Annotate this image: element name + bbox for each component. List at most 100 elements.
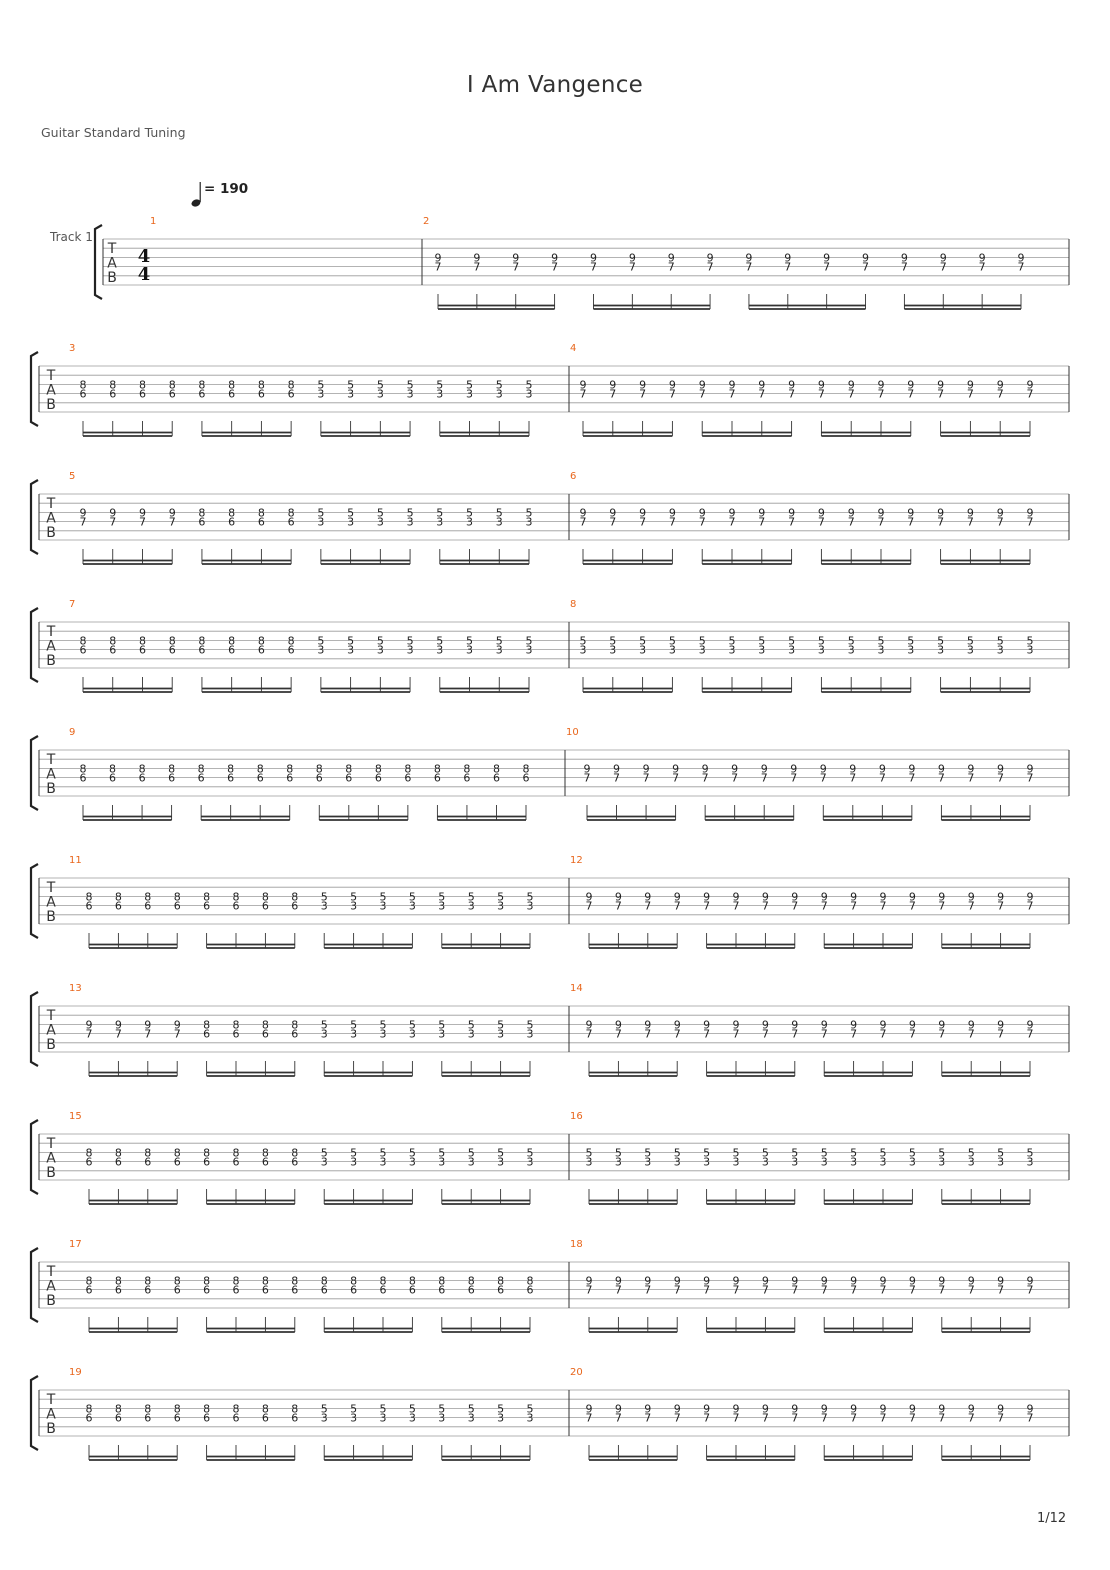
fret-number: 5 bbox=[526, 634, 533, 647]
fret-number: 7 bbox=[703, 1028, 710, 1041]
fret-number: 7 bbox=[586, 900, 593, 913]
fret-number: 5 bbox=[468, 1402, 475, 1415]
measure-number: 18 bbox=[570, 1239, 583, 1250]
fret-number: 7 bbox=[758, 516, 765, 529]
fret-number: 6 bbox=[228, 388, 235, 401]
fret-number: 7 bbox=[938, 1412, 945, 1425]
fret-number: 8 bbox=[144, 890, 151, 903]
fret-number: 8 bbox=[527, 1274, 534, 1287]
measure-number: 12 bbox=[570, 855, 583, 866]
fret-number: 8 bbox=[262, 1274, 269, 1287]
fret-number: 9 bbox=[901, 251, 908, 264]
fret-number: 7 bbox=[823, 261, 830, 274]
fret-number: 5 bbox=[818, 634, 825, 647]
fret-number: 5 bbox=[377, 506, 384, 519]
fret-number: 6 bbox=[527, 1284, 534, 1297]
fret-number: 9 bbox=[937, 378, 944, 391]
fret-number: 9 bbox=[169, 506, 176, 519]
fret-number: 7 bbox=[733, 1412, 740, 1425]
fret-number: 9 bbox=[644, 890, 651, 903]
fret-number: 3 bbox=[497, 1156, 504, 1169]
fret-number: 9 bbox=[791, 1274, 798, 1287]
fret-number: 5 bbox=[850, 1146, 857, 1159]
fret-number: 7 bbox=[940, 261, 947, 274]
fret-number: 5 bbox=[380, 1018, 387, 1031]
fret-number: 9 bbox=[821, 890, 828, 903]
fret-number: 5 bbox=[497, 1146, 504, 1159]
fret-number: 7 bbox=[908, 772, 915, 785]
fret-number: 7 bbox=[938, 1284, 945, 1297]
fret-number: 9 bbox=[580, 378, 587, 391]
fret-number: 5 bbox=[407, 634, 414, 647]
fret-number: 3 bbox=[377, 516, 384, 529]
fret-number: 9 bbox=[880, 890, 887, 903]
fret-number: 7 bbox=[878, 516, 885, 529]
fret-number: 7 bbox=[629, 261, 636, 274]
fret-number: 5 bbox=[407, 378, 414, 391]
fret-number: 3 bbox=[436, 644, 443, 657]
fret-number: 6 bbox=[233, 1156, 240, 1169]
fret-number: 3 bbox=[496, 644, 503, 657]
tab-clef-letter: B bbox=[46, 781, 56, 797]
fret-number: 3 bbox=[615, 1156, 622, 1169]
tab-clef-letter: A bbox=[46, 1023, 56, 1039]
fret-number: 7 bbox=[788, 516, 795, 529]
fret-number: 3 bbox=[321, 900, 328, 913]
fret-number: 8 bbox=[409, 1274, 416, 1287]
fret-number: 9 bbox=[997, 762, 1004, 775]
fret-number: 7 bbox=[745, 261, 752, 274]
fret-number: 7 bbox=[672, 772, 679, 785]
fret-number: 8 bbox=[233, 890, 240, 903]
fret-number: 9 bbox=[997, 1402, 1004, 1415]
fret-number: 6 bbox=[291, 1284, 298, 1297]
fret-number: 9 bbox=[997, 506, 1004, 519]
fret-number: 7 bbox=[762, 1412, 769, 1425]
fret-number: 5 bbox=[527, 1146, 534, 1159]
fret-number: 3 bbox=[496, 388, 503, 401]
fret-number: 7 bbox=[997, 772, 1004, 785]
fret-number: 5 bbox=[466, 506, 473, 519]
fret-number: 3 bbox=[380, 1412, 387, 1425]
fret-number: 3 bbox=[438, 1028, 445, 1041]
fret-number: 7 bbox=[512, 261, 519, 274]
tab-clef-letter: A bbox=[107, 256, 117, 272]
fret-number: 3 bbox=[496, 516, 503, 529]
fret-number: 3 bbox=[880, 1156, 887, 1169]
fret-number: 7 bbox=[788, 388, 795, 401]
fret-number: 6 bbox=[80, 388, 87, 401]
fret-number: 3 bbox=[526, 644, 533, 657]
fret-number: 9 bbox=[615, 1274, 622, 1287]
fret-number: 9 bbox=[821, 1018, 828, 1031]
fret-number: 6 bbox=[198, 644, 205, 657]
fret-number: 3 bbox=[409, 1412, 416, 1425]
fret-number: 5 bbox=[968, 1146, 975, 1159]
staff-bracket bbox=[29, 479, 39, 555]
measure-number: 15 bbox=[69, 1111, 82, 1122]
fret-number: 9 bbox=[731, 762, 738, 775]
fret-number: 3 bbox=[609, 644, 616, 657]
tab-clef-letter: T bbox=[46, 1136, 56, 1152]
tab-clef-letter: B bbox=[46, 1165, 56, 1181]
fret-number: 3 bbox=[527, 900, 534, 913]
fret-number: 7 bbox=[880, 1412, 887, 1425]
fret-number: 9 bbox=[699, 506, 706, 519]
staff-bracket bbox=[29, 991, 39, 1067]
fret-number: 9 bbox=[629, 251, 636, 264]
fret-number: 8 bbox=[233, 1402, 240, 1415]
measure-number: 1 bbox=[150, 216, 156, 227]
fret-number: 9 bbox=[1018, 251, 1025, 264]
fret-number: 8 bbox=[109, 762, 116, 775]
fret-number: 5 bbox=[350, 1146, 357, 1159]
fret-number: 3 bbox=[317, 388, 324, 401]
fret-number: 8 bbox=[86, 1402, 93, 1415]
fret-number: 7 bbox=[758, 388, 765, 401]
fret-number: 8 bbox=[174, 1146, 181, 1159]
fret-number: 7 bbox=[997, 1412, 1004, 1425]
fret-number: 9 bbox=[909, 1018, 916, 1031]
fret-number: 9 bbox=[729, 378, 736, 391]
fret-number: 5 bbox=[1027, 1146, 1034, 1159]
measure-number: 2 bbox=[423, 216, 429, 227]
fret-number: 6 bbox=[228, 516, 235, 529]
tempo-marking: = 190 bbox=[204, 181, 248, 197]
fret-number: 8 bbox=[350, 1274, 357, 1287]
